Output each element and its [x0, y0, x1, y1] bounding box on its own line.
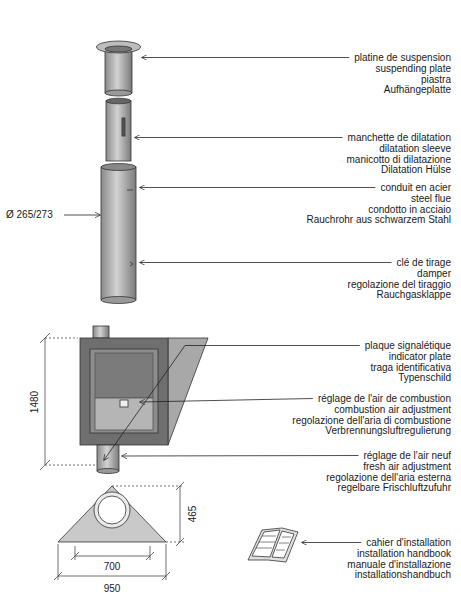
part-name: steel flue: [411, 193, 451, 204]
part-name: regolazione dell'aria di combustione: [292, 415, 451, 426]
fireplace: [80, 326, 208, 474]
leader-line: [140, 187, 375, 188]
part-name: damper: [417, 268, 451, 279]
leader-line: [140, 399, 313, 403]
part-name: condotto in acciaio: [368, 204, 451, 215]
part-name: conduit en acier: [380, 182, 451, 193]
part-name: Rauchgasklappe: [377, 289, 452, 300]
dimension-label: 950: [103, 583, 122, 594]
part-name: clé de tirage: [397, 257, 451, 268]
part-name: dilatation sleeve: [379, 143, 451, 154]
part-name: platine de suspension: [354, 52, 451, 63]
leader-line: [140, 262, 392, 263]
plan-view: [58, 486, 166, 542]
steel-flue: [101, 164, 136, 304]
part-name: manuale d'installazione: [347, 559, 451, 570]
part-name: Aufhängeplatte: [384, 84, 451, 95]
diameter-label: Ø 265/273: [6, 209, 53, 220]
height-dimension: [40, 333, 95, 470]
part-name: combustion air adjustment: [334, 404, 451, 415]
leader-line: [122, 455, 358, 457]
part-name: installation handbook: [357, 548, 451, 559]
part-name: Dilatation Hülse: [381, 164, 451, 175]
dimension-label: 1480: [29, 390, 40, 414]
part-name: cahier d'installation: [366, 537, 451, 548]
part-name: manicotto di dilatazione: [346, 154, 451, 165]
part-name: installationshandbuch: [355, 569, 451, 580]
part-name: Typenschild: [398, 372, 451, 383]
part-name: regolazione dell'aria esterna: [326, 472, 451, 483]
part-name: regelbare Frischluftzufuhr: [338, 482, 451, 493]
part-name: réglage de l'air de combustion: [318, 393, 451, 404]
dilatation-sleeve: [106, 98, 131, 161]
leader-line: [142, 57, 349, 58]
handbook-icon: [248, 528, 298, 562]
diameter-leader: [64, 215, 100, 216]
part-name: traga identificativa: [370, 362, 451, 373]
part-name: manchette de dilatation: [348, 132, 451, 143]
part-name: Verbrennungsluftregulierung: [325, 425, 451, 436]
suspending-plate: [97, 41, 141, 96]
part-name: indicator plate: [389, 351, 451, 362]
leader-line: [135, 137, 343, 138]
part-name: suspending plate: [375, 63, 451, 74]
part-name: piastra: [421, 74, 451, 85]
part-name: regolazione del tiraggio: [348, 279, 451, 290]
part-name: Rauchrohr aus schwarzem Stahl: [306, 214, 451, 225]
part-name: fresh air adjustment: [363, 461, 451, 472]
leader-line: [302, 542, 361, 543]
dimension-label: 465: [187, 505, 198, 524]
part-name: plaque signalétique: [365, 340, 451, 351]
plan-dimensions: [54, 482, 184, 580]
dimension-label: 700: [103, 561, 122, 572]
part-name: réglage de l'air neuf: [363, 450, 451, 461]
